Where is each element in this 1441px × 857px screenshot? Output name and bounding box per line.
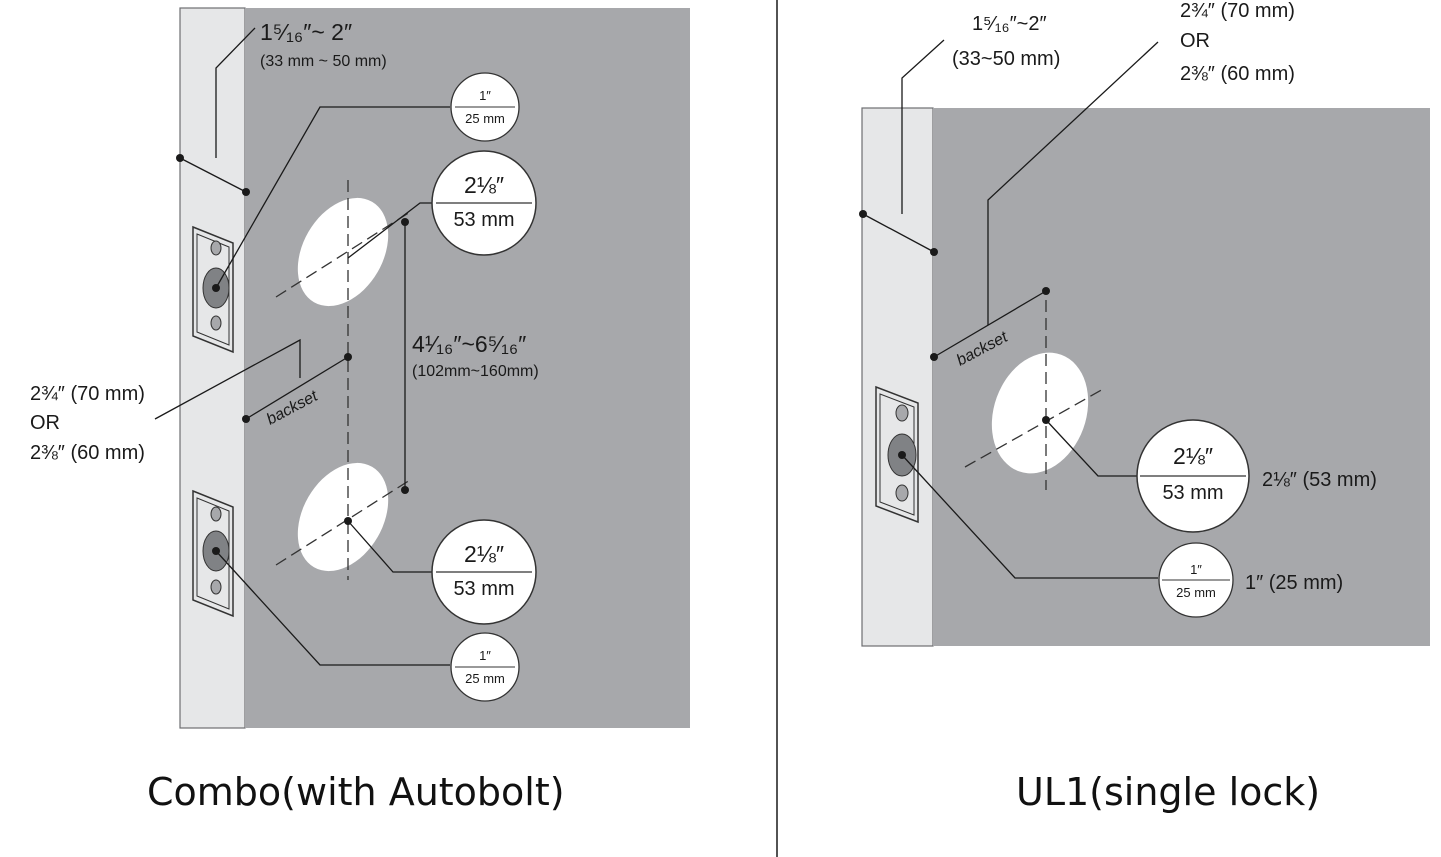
combo-spacing-label: 4¹⁄₁₆″~6⁵⁄₁₆″: [412, 331, 526, 357]
latch-circle-top: 1″ 25 mm: [450, 72, 520, 142]
bore-circle-bottom: 2⅛″ 53 mm: [431, 519, 537, 625]
ul1-backset-option-2: 2⅜″ (60 mm): [1180, 63, 1295, 85]
bore-circle: 2⅛″ 53 mm: [1136, 419, 1250, 533]
latch-circle-bottom: 1″ 25 mm: [450, 632, 520, 702]
ul1-thickness-mm: (33~50 mm): [952, 48, 1060, 70]
ul1-backset-or: OR: [1180, 30, 1210, 52]
leader-dots: [859, 210, 1050, 459]
bore-hole-top: [297, 197, 389, 307]
combo-thickness-mm: (33 mm ~ 50 mm): [260, 53, 387, 70]
ul1-latch-side-label: 1″ (25 mm): [1245, 572, 1343, 594]
leader-dots: [176, 154, 409, 555]
svg-text:25 mm: 25 mm: [465, 671, 505, 686]
svg-text:53 mm: 53 mm: [453, 209, 514, 231]
svg-text:2⅛″: 2⅛″: [464, 541, 504, 567]
combo-backset-or: OR: [30, 412, 60, 434]
svg-text:1″: 1″: [479, 648, 491, 663]
bore-circle-top: 2⅛″ 53 mm: [431, 150, 537, 256]
bore-hole-bottom: [297, 462, 389, 572]
combo-caption: Combo(with Autobolt): [147, 770, 565, 814]
svg-text:2⅛″: 2⅛″: [464, 172, 504, 198]
center-lines: [275, 180, 411, 580]
svg-text:1″: 1″: [479, 88, 491, 103]
svg-text:2⅛″: 2⅛″: [1173, 443, 1213, 469]
strike-plate: [875, 385, 919, 524]
combo-backset-option-2: 2⅜″ (60 mm): [30, 442, 145, 464]
svg-text:1″: 1″: [1190, 562, 1202, 577]
ul1-diagram: 2⅛″ 53 mm 1″ 25 mm 1⁵⁄₁₆″~2″ (33~50 mm) …: [859, 0, 1430, 647]
door-edge: [861, 107, 934, 647]
combo-thickness-label: 1⁵⁄₁₆″~ 2″: [260, 19, 352, 45]
ul1-thickness-label: 1⁵⁄₁₆″~2″: [972, 13, 1047, 35]
bore-hole: [991, 352, 1089, 474]
svg-text:25 mm: 25 mm: [1176, 585, 1216, 600]
leader-lines: [862, 39, 1159, 579]
door-edge: [179, 7, 246, 729]
combo-diagram: 1″ 25 mm 2⅛″ 53 mm 2⅛″ 53 mm 1″ 25 mm 1⁵…: [30, 7, 690, 729]
combo-backset-option-1: 2¾″ (70 mm): [30, 383, 145, 405]
combo-spacing-mm: (102mm~160mm): [412, 363, 539, 380]
svg-text:53 mm: 53 mm: [453, 578, 514, 600]
center-lines: [964, 300, 1106, 490]
svg-text:25 mm: 25 mm: [465, 111, 505, 126]
ul1-bore-side-label: 2⅛″ (53 mm): [1262, 469, 1377, 491]
svg-text:53 mm: 53 mm: [1162, 482, 1223, 504]
ul1-backset-option-1: 2¾″ (70 mm): [1180, 0, 1295, 22]
latch-circle: 1″ 25 mm: [1158, 542, 1234, 618]
ul1-caption: UL1(single lock): [1016, 770, 1321, 814]
leader-lines: [154, 27, 450, 666]
